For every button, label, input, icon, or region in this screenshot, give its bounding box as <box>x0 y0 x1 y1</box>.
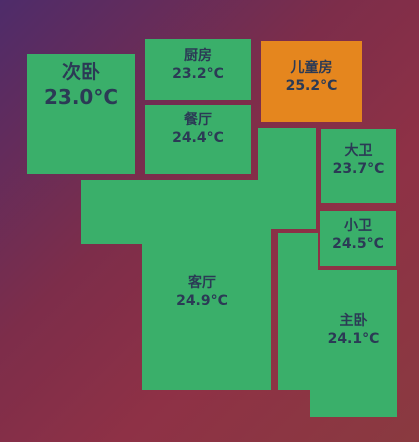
room-kitchen[interactable] <box>145 39 251 100</box>
master-bedroom-label: 主卧 24.1°C <box>310 313 397 348</box>
kids-room-label: 儿童房 25.2°C <box>261 60 362 95</box>
room-small-bath[interactable] <box>320 211 396 266</box>
room-big-bath[interactable] <box>321 129 396 203</box>
room-temperature: 23.0°C <box>43 84 119 109</box>
room-master-bedroom-bottom[interactable] <box>310 390 397 417</box>
room-name: 客厅 <box>188 275 216 291</box>
room-dining[interactable] <box>145 105 251 174</box>
room-temperature: 23.2°C <box>172 65 224 82</box>
living-label: 客厅 24.9°C <box>142 275 262 310</box>
small-bath-label: 小卫 24.5°C <box>320 218 396 253</box>
room-temperature: 24.5°C <box>332 235 384 252</box>
room-living-middle[interactable] <box>81 180 316 229</box>
room-living-lower[interactable] <box>142 229 271 390</box>
room-temperature: 24.4°C <box>172 129 224 146</box>
room-name: 大卫 <box>344 143 373 159</box>
room-living-upper[interactable] <box>258 128 316 180</box>
room-temperature: 25.2°C <box>285 77 338 94</box>
room-name: 儿童房 <box>290 60 333 76</box>
room-master-bedroom-main[interactable] <box>278 270 397 390</box>
big-bath-label: 大卫 23.7°C <box>321 143 396 178</box>
second-bedroom-label: 次卧 23.0°C <box>27 61 135 110</box>
room-name: 主卧 <box>339 313 368 329</box>
room-temperature: 24.9°C <box>176 292 228 309</box>
room-name: 厨房 <box>184 48 212 64</box>
room-kids-room[interactable] <box>261 41 362 122</box>
kitchen-label: 厨房 23.2°C <box>145 48 251 83</box>
room-living-left-notch[interactable] <box>81 229 142 244</box>
room-temperature: 24.1°C <box>327 330 380 347</box>
room-second-bedroom[interactable] <box>27 54 135 174</box>
room-name: 次卧 <box>61 61 100 83</box>
room-name: 小卫 <box>344 218 372 234</box>
room-name: 餐厅 <box>184 112 212 128</box>
room-temperature: 23.7°C <box>332 160 385 177</box>
dining-label: 餐厅 24.4°C <box>145 112 251 147</box>
